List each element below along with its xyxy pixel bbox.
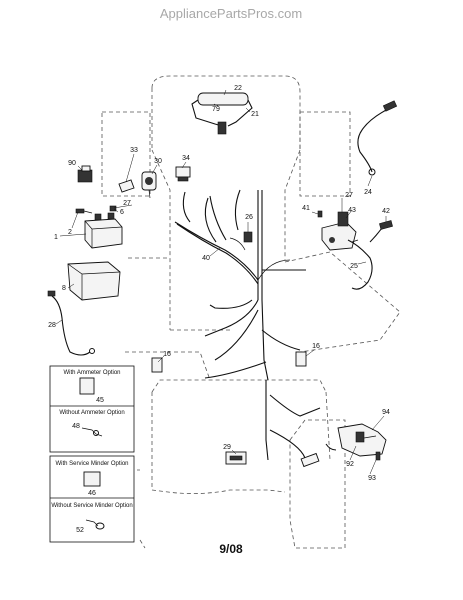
starter-cable [347,220,393,290]
wiring-harness [174,189,321,461]
label-41: 41 [302,205,310,212]
seat-switch [225,451,247,465]
key-switch [141,171,157,199]
label-52: 52 [76,527,84,534]
label-1: 1 [54,234,58,241]
ammeter-option-box: With Ammeter Option Without Ammeter Opti… [49,365,135,453]
harness-connector [300,452,320,468]
label-6: 6 [120,209,124,216]
label-27-battery: 27 [123,200,131,207]
service-minder-option-box: With Service Minder Option Without Servi… [49,455,135,543]
fuse [243,231,253,243]
label-48: 48 [72,423,80,430]
label-22: 22 [234,85,242,92]
label-29: 29 [223,444,231,451]
label-28: 28 [48,322,56,329]
ammeter [79,377,95,395]
battery-tray [67,261,121,301]
label-92: 92 [346,461,354,468]
ground-wire [357,100,398,176]
label-43: 43 [348,207,356,214]
label-25: 25 [350,263,358,270]
switch [175,166,191,182]
label-34: 34 [182,155,190,162]
label-16-right: 16 [312,343,320,350]
connector-16-left [151,357,163,373]
tractor-outline [101,75,401,549]
screw [317,210,323,218]
watermark: AppliancePartsPros.com [160,6,302,21]
label-26: 26 [245,214,253,221]
connector [118,179,135,193]
label-46: 46 [88,490,96,497]
nut [109,205,117,212]
battery-bolt [75,208,93,214]
battery [84,212,123,249]
pto-switch-assembly [325,423,387,461]
label-2: 2 [68,229,72,236]
label-30: 30 [154,158,162,165]
label-94: 94 [382,409,390,416]
ammeter-without-label: Without Ammeter Option [59,410,124,416]
date-code: 9/08 [219,542,243,556]
label-90: 90 [68,160,76,167]
part-labels: 22 79 21 90 33 30 34 24 27 6 27 41 43 42… [48,85,390,534]
label-93: 93 [368,475,376,482]
solenoid [321,211,359,251]
label-21: 21 [251,111,259,118]
ammeter-with-label: With Ammeter Option [63,370,120,376]
battery-cable [47,290,95,356]
leader-lines [55,89,387,475]
minder-without-label: Without Service Minder Option [51,503,132,509]
label-27-solenoid: 27 [345,192,353,199]
minder-with-label: With Service Minder Option [55,461,128,467]
relay [77,165,93,183]
label-40: 40 [202,255,210,262]
label-16-left: 16 [163,351,171,358]
label-79: 79 [212,106,220,113]
label-45: 45 [96,397,104,404]
connector-16-right [295,351,307,367]
headlight-harness [191,92,253,135]
label-24: 24 [364,189,372,196]
service-minder [83,471,101,487]
label-8: 8 [62,285,66,292]
label-33: 33 [130,147,138,154]
label-42: 42 [382,208,390,215]
